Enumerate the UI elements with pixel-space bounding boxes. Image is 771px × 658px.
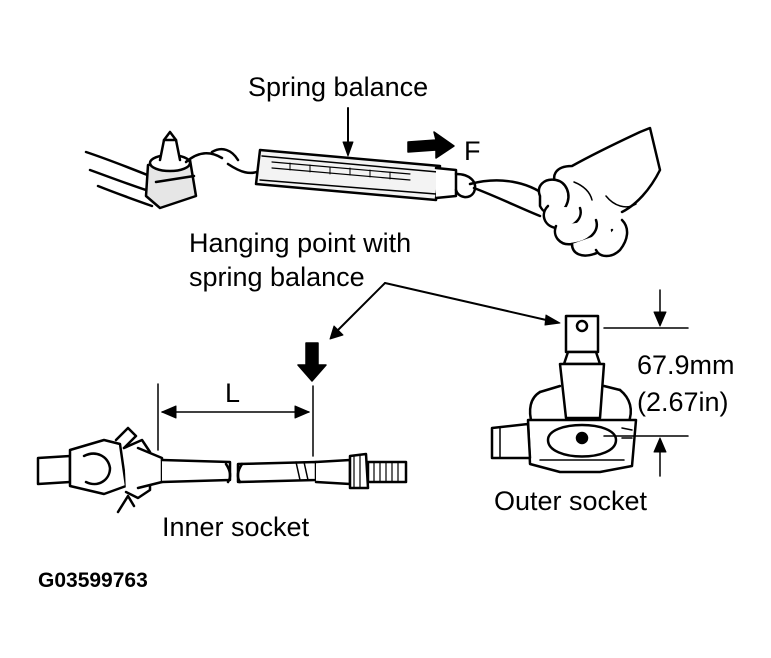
hand-top <box>537 126 662 258</box>
hanging-point-leader-left <box>332 282 386 336</box>
hanging-point-label-line1: Hanging point with <box>189 228 412 258</box>
force-label: F <box>464 136 481 166</box>
dimension-mm-label: 67.9mm <box>637 350 735 380</box>
hanging-point-leader-right-head <box>544 314 561 326</box>
inner-socket-assembly <box>36 426 408 514</box>
ball-joint-top <box>84 130 240 210</box>
force-arrow <box>407 131 455 159</box>
inner-socket-label: Inner socket <box>162 512 310 542</box>
dimension-67-9mm <box>603 289 689 477</box>
hanging-point-label-line2: spring balance <box>189 262 365 292</box>
length-label: L <box>225 378 241 408</box>
hanging-point-leader-left-head <box>329 325 344 340</box>
spring-balance-leader-head <box>342 141 354 157</box>
hanging-point-leader-right <box>384 282 556 323</box>
figure-code: G03599763 <box>38 569 148 592</box>
outer-socket-label: Outer socket <box>494 486 648 516</box>
outer-socket-assembly <box>490 314 638 474</box>
hanging-arrow-down <box>297 342 327 382</box>
dimension-L <box>157 383 314 457</box>
spring-balance-top <box>226 148 548 218</box>
dimension-in-label: (2.67in) <box>637 387 729 417</box>
spring-balance-label: Spring balance <box>248 72 429 102</box>
